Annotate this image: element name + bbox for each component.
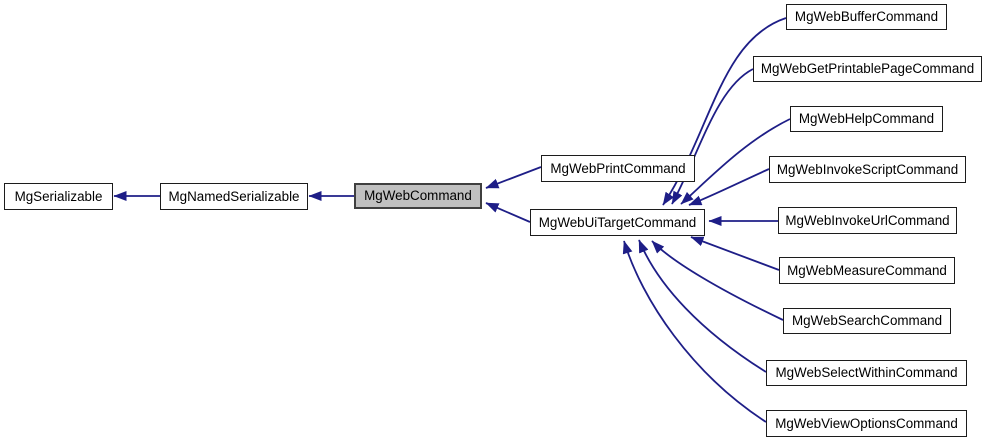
edge-MgWebInvokeScriptCommand-to-MgWebUiTargetCommand [688,168,770,206]
class-node-MgWebHelpCommand[interactable]: MgWebHelpCommand [790,106,943,132]
class-node-MgSerializable[interactable]: MgSerializable [4,183,113,210]
edge-MgWebUiTargetCommand-to-MgWebCommand [485,202,531,223]
edge-MgWebHelpCommand-to-MgWebUiTargetCommand [680,118,791,205]
edge-MgWebMeasureCommand-to-MgWebUiTargetCommand [690,236,780,271]
edge-MgWebSelectWithinCommand-to-MgWebUiTargetCommand [638,239,767,373]
class-node-MgWebInvokeUrlCommand[interactable]: MgWebInvokeUrlCommand [778,207,957,234]
class-node-MgWebInvokeScriptCommand[interactable]: MgWebInvokeScriptCommand [769,156,966,183]
class-node-MgWebViewOptionsCommand[interactable]: MgWebViewOptionsCommand [766,410,967,437]
edge-MgWebPrintCommand-to-MgWebCommand [485,166,542,189]
class-node-MgWebMeasureCommand[interactable]: MgWebMeasureCommand [779,257,955,284]
class-node-MgWebPrintCommand[interactable]: MgWebPrintCommand [541,155,695,182]
class-node-MgWebBufferCommand[interactable]: MgWebBufferCommand [786,4,947,30]
class-node-MgWebSelectWithinCommand[interactable]: MgWebSelectWithinCommand [766,360,967,386]
class-node-MgWebGetPrintablePageCommand[interactable]: MgWebGetPrintablePageCommand [753,56,982,82]
class-node-MgNamedSerializable[interactable]: MgNamedSerializable [160,183,308,210]
edge-MgWebGetPrintablePageCommand-to-MgWebUiTargetCommand [671,68,754,205]
class-node-MgWebSearchCommand[interactable]: MgWebSearchCommand [783,308,951,334]
class-node-MgWebCommand[interactable]: MgWebCommand [354,183,482,209]
class-node-MgWebUiTargetCommand[interactable]: MgWebUiTargetCommand [530,209,705,236]
edge-MgWebViewOptionsCommand-to-MgWebUiTargetCommand [622,240,767,423]
edge-MgWebSearchCommand-to-MgWebUiTargetCommand [651,240,784,321]
